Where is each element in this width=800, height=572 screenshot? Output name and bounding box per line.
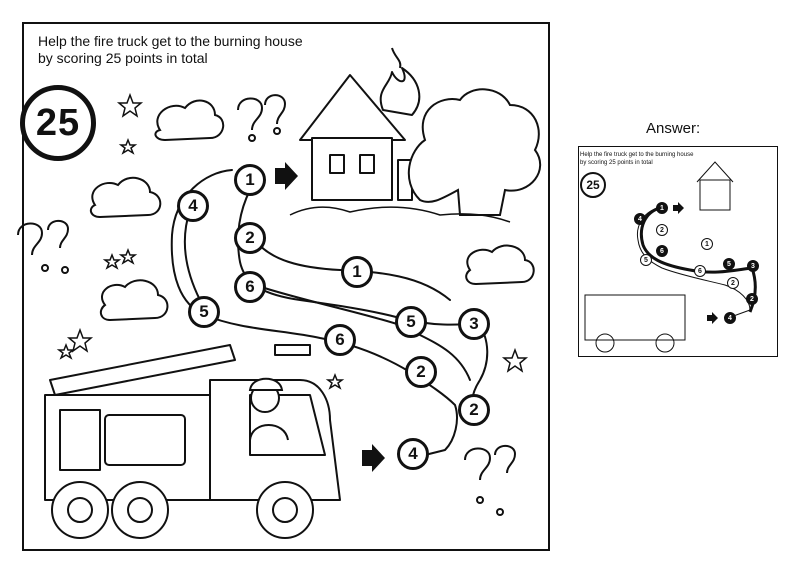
answer-frame <box>578 146 778 357</box>
path-node-5b[interactable]: 5 <box>395 306 427 338</box>
star-icon <box>56 92 529 390</box>
road-outer-edge <box>170 169 458 456</box>
path-node-5[interactable]: 5 <box>188 296 220 328</box>
path-node-1[interactable]: 1 <box>234 164 266 196</box>
answer-arrow-bottom <box>707 312 718 324</box>
ground-bushes <box>289 206 511 223</box>
answer-node-5: 5 <box>640 254 652 266</box>
path-node-2[interactable]: 2 <box>234 222 266 254</box>
path-node-2b[interactable]: 2 <box>405 356 437 388</box>
answer-arrow-top <box>673 202 684 214</box>
road-inner-edge <box>237 189 489 412</box>
answer-instructions: Help the fire truck get to the burning h… <box>580 152 694 166</box>
burning-house-icon <box>299 47 421 201</box>
answer-highlight-path <box>639 206 757 313</box>
path-node-4[interactable]: 4 <box>177 190 209 222</box>
answer-target-badge: 25 <box>580 172 606 198</box>
answer-truck <box>584 294 686 341</box>
puzzle-instructions: Help the fire truck get to the burning h… <box>38 33 303 66</box>
path-node-3[interactable]: 3 <box>458 308 490 340</box>
tree-icon <box>407 88 542 216</box>
answer-title: Answer: <box>646 120 701 137</box>
answer-node-4b: 4 <box>724 312 736 324</box>
path-node-2c[interactable]: 2 <box>458 394 490 426</box>
answer-node-1: 1 <box>656 202 668 214</box>
firefighter-icon <box>248 377 289 441</box>
answer-road <box>636 207 751 319</box>
path-node-1b[interactable]: 1 <box>341 256 373 288</box>
answer-node-4: 4 <box>634 213 646 225</box>
answer-node-2b: 2 <box>727 277 739 289</box>
answer-node-3: 3 <box>747 260 759 272</box>
path-node-6[interactable]: 6 <box>234 271 266 303</box>
answer-house <box>699 179 731 211</box>
cloud-icon <box>89 99 535 322</box>
path-node-4b[interactable]: 4 <box>397 438 429 470</box>
answer-node-6: 6 <box>656 245 668 257</box>
answer-node-2c: 2 <box>746 293 758 305</box>
answer-node-6b: 6 <box>694 265 706 277</box>
road-branch-3 <box>254 284 401 326</box>
question-mark-icon <box>17 94 517 516</box>
target-score-badge: 25 <box>20 85 96 161</box>
arrow-right-icon <box>275 162 385 472</box>
answer-node-1b: 1 <box>701 238 713 250</box>
path-node-6b[interactable]: 6 <box>324 324 356 356</box>
road-branch-2 <box>254 239 451 301</box>
road-branch-4 <box>419 334 471 381</box>
answer-node-5b: 5 <box>723 258 735 270</box>
answer-node-2: 2 <box>656 224 668 236</box>
